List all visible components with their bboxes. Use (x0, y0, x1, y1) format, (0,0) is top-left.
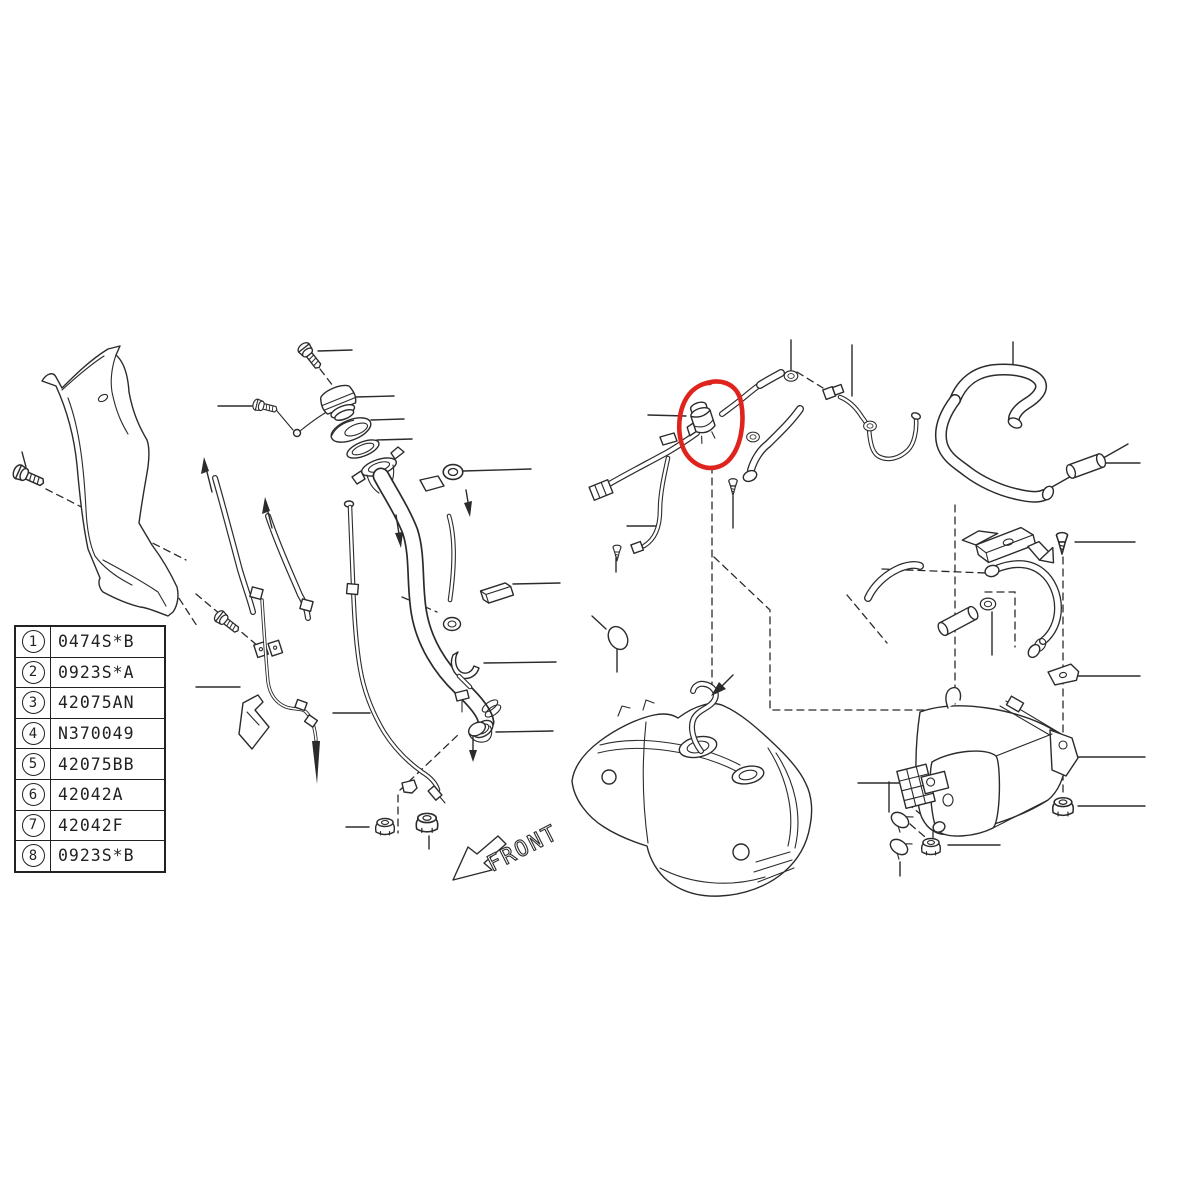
right-hoses-drawing (864, 363, 1107, 659)
hose-fitting (1065, 453, 1107, 479)
front-direction-arrow: FRONT (452, 820, 563, 881)
canister-drawing (884, 663, 1080, 862)
front-label: FRONT (483, 820, 562, 877)
legend-row: 4 N370049 (16, 717, 164, 749)
part-number-badge: 1 (21, 630, 45, 654)
front-arrow-outline (452, 835, 507, 881)
part-code: N370049 (58, 724, 135, 744)
part-number-badge: 2 (21, 660, 45, 684)
valve-and-piping-drawing (588, 369, 922, 651)
pad-block (479, 582, 515, 604)
highlight-circle (676, 379, 745, 471)
pipe-grommet (442, 463, 464, 481)
panel-bolt (10, 462, 48, 491)
bracket-plates (253, 639, 284, 659)
pipe-clamp (450, 651, 480, 680)
part-code: 42075BB (58, 754, 135, 774)
part-code: 0474S*B (58, 632, 135, 652)
part-number-badge: 5 (21, 752, 45, 776)
legend-row: 5 42075BB (16, 748, 164, 779)
part-number-badge: 8 (21, 844, 45, 868)
mount-nut-left (374, 817, 396, 836)
leader-lines (21, 339, 1146, 877)
part-code: 42042A (58, 785, 124, 805)
canister-clip (1047, 663, 1080, 686)
filler-neck (351, 446, 405, 494)
cable-spike (312, 741, 320, 784)
filler-pipe-assembly-drawing (201, 339, 515, 836)
parts-legend-table: 1 0474S*B 2 0923S*A 3 42075AN 4 N370049 … (14, 625, 166, 873)
part-code: 42042F (58, 815, 124, 835)
part-code: 42075AN (58, 693, 135, 713)
legend-row: 1 0474S*B (16, 627, 164, 657)
legend-row: 7 42042F (16, 809, 164, 841)
legend-row: 6 42042A (16, 778, 164, 810)
pipe-connector (822, 383, 845, 401)
part-number-badge: 6 (21, 783, 45, 807)
legend-row: 3 42075AN (16, 687, 164, 718)
filler-oring (346, 439, 380, 459)
part-number-badge: 7 (21, 813, 45, 837)
protector-panel-drawing (10, 345, 179, 617)
cap-bolt (295, 339, 326, 373)
sleeve-fitting (937, 605, 979, 637)
part-code: 0923S*B (58, 846, 135, 866)
pipe-ring (442, 616, 462, 632)
fuel-cap-drawing (319, 384, 357, 421)
canister-bracket (961, 526, 1055, 564)
legend-row: 2 0923S*A (16, 656, 164, 688)
fuel-tank-drawing (571, 674, 813, 897)
part-code: 0923S*A (58, 662, 135, 682)
part-number-badge: 3 (21, 691, 45, 715)
mount-nut-right (415, 812, 439, 834)
mushroom-grommet (607, 625, 629, 651)
part-number-badge: 4 (21, 722, 45, 746)
bracket-bolt (211, 608, 243, 637)
tether-pin (251, 397, 279, 416)
purge-valve-drawing (686, 401, 716, 444)
legend-row: 8 0923S*B (16, 840, 164, 871)
pipe-end-fitting (588, 479, 614, 501)
filler-gasket (330, 417, 372, 443)
pennant-bracket (238, 694, 270, 750)
